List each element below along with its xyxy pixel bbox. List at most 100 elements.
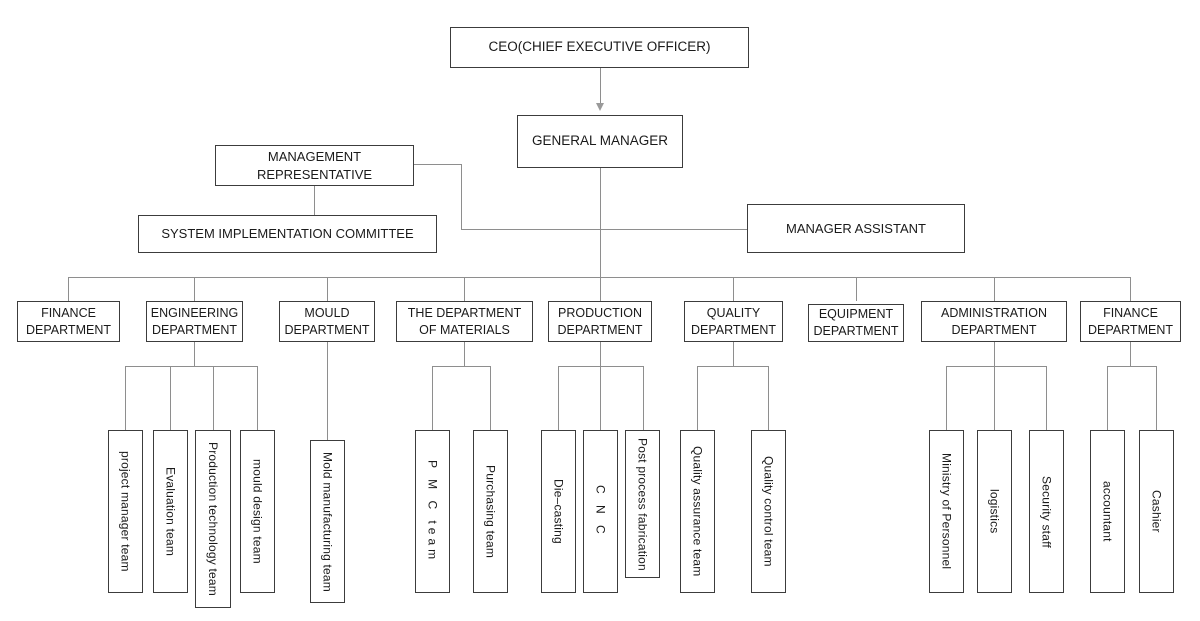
node-team-cashier-label: Cashier (1149, 490, 1164, 533)
node-team-ministry-of-personnel-label: Ministry of Personnel (939, 453, 954, 570)
node-general-manager[interactable]: GENERAL MANAGER (517, 115, 683, 168)
node-team-production-technology[interactable]: Production technology team (195, 430, 231, 608)
connector-production-stem (600, 342, 601, 366)
node-department-administration[interactable]: ADMINISTRATION DEPARTMENT (921, 301, 1067, 342)
drop-to-production (600, 277, 601, 301)
node-team-security-staff[interactable]: Security staff (1029, 430, 1064, 593)
node-department-production-line2: DEPARTMENT (557, 322, 643, 337)
connector-administration-stem (994, 342, 995, 366)
node-team-ministry-of-personnel[interactable]: Ministry of Personnel (929, 430, 964, 593)
department-bus (68, 277, 1131, 278)
drop-to-production-technology-team (213, 366, 214, 430)
node-team-accountant[interactable]: accountant (1090, 430, 1125, 593)
arrowhead-ceo-to-gm (596, 103, 604, 111)
node-department-materials[interactable]: THE DEPARTMENT OF MATERIALS (396, 301, 533, 342)
administration-sub-bus (946, 366, 1047, 367)
node-department-finance-left-line2: DEPARTMENT (26, 322, 111, 337)
node-department-production-line1: PRODUCTION (557, 305, 643, 320)
node-team-logistics[interactable]: logistics (977, 430, 1012, 593)
node-team-purchasing-label: Purchasing team (483, 464, 498, 559)
drop-to-cnc (600, 366, 601, 430)
connector-mr-right-stub (414, 164, 462, 165)
node-department-finance-left-line1: FINANCE (41, 305, 96, 320)
node-team-cashier[interactable]: Cashier (1139, 430, 1174, 593)
node-department-finance-left[interactable]: FINANCE DEPARTMENT (17, 301, 120, 342)
drop-to-finance-left (68, 277, 69, 301)
node-team-post-process-fabrication[interactable]: Post process fabrication (625, 430, 660, 578)
node-department-finance-right-line2: DEPARTMENT (1088, 322, 1173, 337)
connector-materials-stem (464, 342, 465, 366)
node-team-purchasing[interactable]: Purchasing team (473, 430, 508, 593)
node-department-administration-line1: ADMINISTRATION (940, 305, 1048, 320)
node-team-cnc[interactable]: C N C (583, 430, 618, 593)
production-sub-bus (558, 366, 644, 367)
node-department-finance-right[interactable]: FINANCE DEPARTMENT (1080, 301, 1181, 342)
node-team-post-process-fabrication-label: Post process fabrication (635, 437, 650, 571)
node-team-evaluation[interactable]: Evaluation team (153, 430, 188, 593)
node-manager-assistant[interactable]: MANAGER ASSISTANT (747, 204, 965, 253)
node-team-project-manager-label: project manager team (118, 451, 133, 572)
connector-gm-level-bus (461, 229, 748, 230)
drop-to-project-manager-team (125, 366, 126, 430)
drop-to-security-staff (1046, 366, 1047, 430)
node-management-representative-line2: REPRESENTATIVE (256, 166, 373, 182)
node-department-production[interactable]: PRODUCTION DEPARTMENT (548, 301, 652, 342)
node-department-engineering-line2: DEPARTMENT (152, 322, 237, 337)
node-team-quality-assurance[interactable]: Quality assurance team (680, 430, 715, 593)
node-team-quality-control[interactable]: Quality control team (751, 430, 786, 593)
drop-to-mould (327, 277, 328, 301)
node-team-production-technology-label: Production technology team (206, 442, 220, 596)
node-department-equipment-line2: DEPARTMENT (813, 324, 899, 338)
node-team-die-casting[interactable]: Die–casting (541, 430, 576, 593)
connector-gm-trunk (600, 168, 601, 278)
node-team-mold-manufacturing[interactable]: Mold manufacturing team (310, 440, 345, 603)
node-team-quality-control-label: Quality control team (761, 456, 776, 567)
drop-to-engineering (194, 277, 195, 301)
node-department-administration-line2: DEPARTMENT (951, 322, 1037, 337)
node-team-project-manager[interactable]: project manager team (108, 430, 143, 593)
node-team-mould-design[interactable]: mould design team (240, 430, 275, 593)
drop-to-cashier (1156, 366, 1157, 430)
node-department-mould[interactable]: MOULD DEPARTMENT (279, 301, 375, 342)
node-team-quality-assurance-label: Quality assurance team (690, 446, 705, 577)
node-team-pmc[interactable]: P M C team (415, 430, 450, 593)
node-department-engineering[interactable]: ENGINEERING DEPARTMENT (146, 301, 243, 342)
drop-to-materials (464, 277, 465, 301)
drop-to-purchasing-team (490, 366, 491, 430)
drop-to-ministry-of-personnel (946, 366, 947, 430)
drop-to-evaluation-team (170, 366, 171, 430)
node-department-materials-line1: THE DEPARTMENT (407, 305, 522, 320)
drop-to-post-process-fabrication (643, 366, 644, 430)
node-department-mould-line1: MOULD (304, 305, 350, 320)
drop-to-accountant (1107, 366, 1108, 430)
node-team-logistics-label: logistics (987, 489, 1002, 534)
drop-to-quality (733, 277, 734, 301)
node-department-mould-line2: DEPARTMENT (284, 322, 370, 337)
node-team-mold-manufacturing-label: Mold manufacturing team (320, 451, 335, 592)
node-team-security-staff-label: Security staff (1039, 475, 1054, 548)
node-ceo[interactable]: CEO(CHIEF EXECUTIVE OFFICER) (450, 27, 749, 68)
materials-sub-bus (432, 366, 491, 367)
node-department-quality[interactable]: QUALITY DEPARTMENT (684, 301, 783, 342)
connector-quality-stem (733, 342, 734, 366)
node-team-die-casting-label: Die–casting (551, 479, 566, 544)
node-department-materials-line2: OF MATERIALS (419, 322, 510, 337)
drop-to-quality-control-team (768, 366, 769, 430)
engineering-sub-bus (125, 366, 258, 367)
finance-right-sub-bus (1107, 366, 1157, 367)
node-system-implementation-committee-label: SYSTEM IMPLEMENTATION COMMITTEE (161, 226, 414, 242)
drop-to-equipment (856, 277, 857, 301)
node-team-mould-design-label: mould design team (250, 459, 265, 564)
drop-to-quality-assurance-team (697, 366, 698, 430)
connector-ceo-to-gm (600, 68, 601, 105)
node-department-equipment-line1: EQUIPMENT (818, 307, 894, 322)
node-management-representative[interactable]: MANAGEMENT REPRESENTATIVE (215, 145, 414, 186)
node-team-pmc-label: P M C team (425, 459, 440, 564)
connector-mr-to-sic (314, 186, 315, 215)
node-ceo-label: CEO(CHIEF EXECUTIVE OFFICER) (488, 39, 711, 55)
node-department-finance-right-line1: FINANCE (1103, 305, 1158, 320)
node-team-evaluation-label: Evaluation team (163, 466, 178, 557)
node-system-implementation-committee[interactable]: SYSTEM IMPLEMENTATION COMMITTEE (138, 215, 437, 253)
node-department-equipment[interactable]: EQUIPMENT DEPARTMENT (808, 304, 904, 342)
connector-mould-stem (327, 342, 328, 440)
